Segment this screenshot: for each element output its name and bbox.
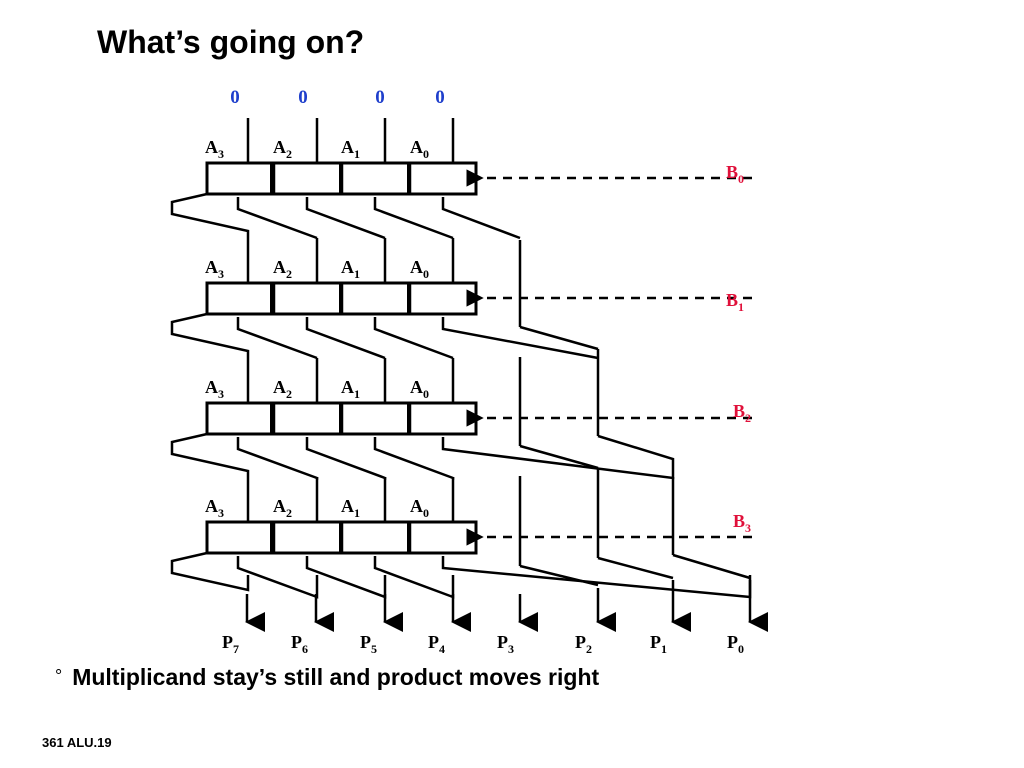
b-input-label: B1: [726, 290, 744, 314]
zero-input-label: 0: [375, 87, 385, 108]
sum-shift-line: [305, 197, 386, 240]
carry-out-line: [170, 312, 250, 358]
a-operand-label: A2: [273, 137, 292, 161]
product-bit-label: P0: [727, 632, 744, 656]
cell-separator: [407, 403, 411, 434]
adder-cell: [272, 520, 344, 555]
adder-cell: [205, 401, 276, 436]
a-operand-label: A0: [410, 377, 429, 401]
adder-cell: [205, 520, 276, 555]
sum-shift-line: [373, 556, 455, 599]
sum-shift-line: [373, 437, 455, 480]
sum-shift-line: [373, 197, 454, 240]
carry-out-line: [170, 432, 250, 477]
pass-through-line: [519, 444, 599, 470]
slide-title: What’s going on?: [97, 24, 365, 60]
zero-input-label: 0: [230, 87, 240, 108]
cell-separator: [339, 403, 343, 434]
product-bit-label: P1: [650, 632, 667, 656]
cell-separator: [407, 163, 411, 194]
a-operand-label: A0: [410, 257, 429, 281]
cell-separator: [270, 163, 274, 194]
pass-through-line: [519, 564, 599, 587]
zero-input-label: 0: [435, 87, 445, 108]
adder-cell: [408, 520, 478, 555]
a-operand-label: A1: [341, 137, 360, 161]
product-bit-label: P4: [428, 632, 445, 656]
b-input-label: B2: [733, 401, 751, 425]
b-input-label: B3: [733, 511, 751, 535]
adder-cell: [340, 520, 412, 555]
a-operand-label: A0: [410, 496, 429, 520]
cell-separator: [407, 522, 411, 553]
cell-separator: [339, 522, 343, 553]
adder-cell: [408, 281, 478, 316]
pass-through-line: [519, 325, 599, 351]
sum-shift-line: [236, 556, 319, 599]
product-bit-label: P3: [497, 632, 514, 656]
sum-shift-line: [441, 556, 752, 599]
cell-separator: [270, 522, 274, 553]
cell-separator: [339, 163, 343, 194]
carry-out-line: [170, 192, 250, 238]
cell-separator: [270, 403, 274, 434]
adder-cell: [272, 161, 344, 196]
sum-shift-line: [305, 556, 387, 599]
slide-footer: 361 ALU.19: [42, 735, 112, 750]
bullet-symbol: °: [55, 666, 63, 686]
sum-shift-line: [236, 317, 318, 360]
pass-through-line: [597, 556, 674, 580]
product-bit-label: P7: [222, 632, 239, 656]
adder-cell: [205, 161, 276, 196]
cell-separator: [339, 283, 343, 314]
sum-shift-line: [441, 197, 521, 240]
adder-cell: [272, 281, 344, 316]
bullet-text: Multiplicand stay’s still and product mo…: [72, 664, 600, 690]
adder-cell: [408, 161, 478, 196]
product-bit-label: P6: [291, 632, 308, 656]
adder-cell: [408, 401, 478, 436]
adder-cell: [340, 401, 412, 436]
sum-shift-line: [236, 197, 318, 240]
adder-cell: [340, 161, 412, 196]
a-operand-label: A3: [205, 377, 224, 401]
pass-through-line: [597, 434, 675, 469]
a-operand-label: A2: [273, 496, 292, 520]
pass-through-line: [672, 553, 751, 580]
sum-shift-line: [305, 317, 386, 360]
zero-input-label: 0: [298, 87, 308, 108]
adder-cell: [340, 281, 412, 316]
cell-separator: [270, 283, 274, 314]
bullet-point: ° Multiplicand stay’s still and product m…: [55, 664, 599, 691]
a-operand-label: A0: [410, 137, 429, 161]
sum-shift-line: [441, 317, 599, 360]
a-operand-label: A2: [273, 377, 292, 401]
cell-separator: [407, 283, 411, 314]
a-operand-label: A1: [341, 496, 360, 520]
carry-out-line: [170, 551, 250, 592]
a-operand-label: A3: [205, 257, 224, 281]
product-bit-label: P5: [360, 632, 377, 656]
a-operand-label: A1: [341, 257, 360, 281]
adder-cell: [205, 281, 276, 316]
a-operand-label: A1: [341, 377, 360, 401]
product-bit-label: P2: [575, 632, 592, 656]
a-operand-label: A3: [205, 137, 224, 161]
sum-shift-line: [305, 437, 387, 480]
b-input-label: B0: [726, 162, 744, 186]
sum-shift-line: [373, 317, 454, 360]
adder-cell: [272, 401, 344, 436]
a-operand-label: A2: [273, 257, 292, 281]
sum-shift-line: [236, 437, 319, 480]
a-operand-label: A3: [205, 496, 224, 520]
